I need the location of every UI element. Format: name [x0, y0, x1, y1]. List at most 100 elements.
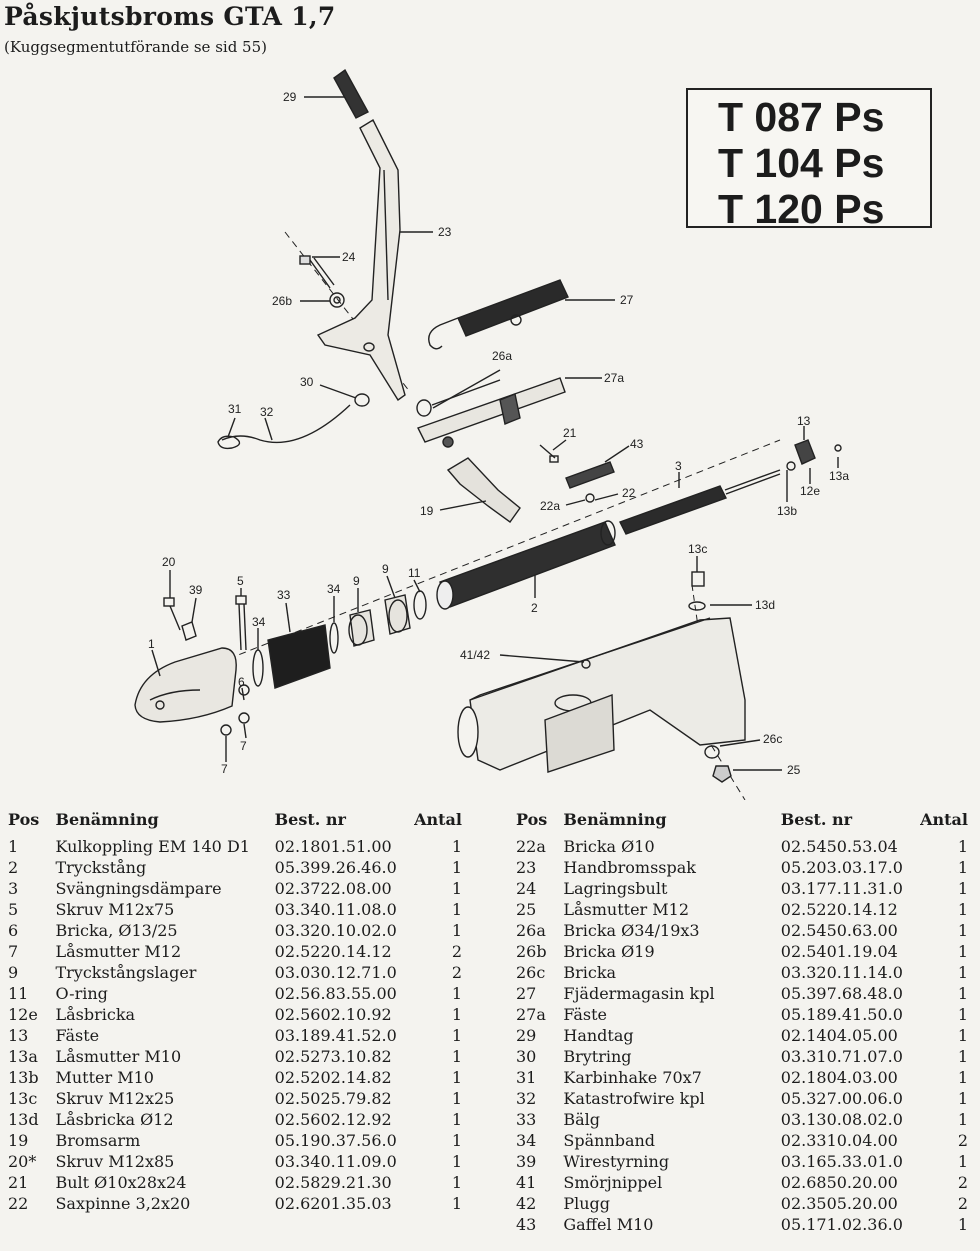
- cell-part-number: 02.6201.35.03: [274, 1194, 392, 1213]
- cell-pos: 42: [516, 1194, 537, 1213]
- cell-pos: 23: [516, 858, 537, 877]
- cell-quantity: 1: [957, 984, 968, 1003]
- cell-part-number: 05.190.37.56.0: [274, 1131, 397, 1150]
- callout-label: 3: [675, 459, 682, 473]
- column-header-nr: Best. nr: [274, 810, 346, 829]
- column-header-pos: Pos: [8, 810, 40, 829]
- cell-name: Handtag: [563, 1026, 634, 1045]
- cell-quantity: 1: [451, 921, 462, 940]
- callout-label: 41/42: [460, 648, 490, 662]
- cell-name: Låsmutter M12: [55, 942, 182, 961]
- cell-part-number: 02.1804.03.00: [780, 1068, 898, 1087]
- cell-part-number: 03.340.11.08.0: [274, 900, 397, 919]
- cell-name: Lagringsbult: [563, 879, 668, 898]
- cell-part-number: 03.189.41.52.0: [274, 1026, 397, 1045]
- cell-quantity: 2: [451, 963, 462, 982]
- cell-name: Wirestyrning: [563, 1152, 670, 1171]
- cell-pos: 13a: [8, 1047, 38, 1066]
- model-label: T 120 Ps: [718, 186, 885, 232]
- model-label: T 087 Ps: [718, 94, 885, 140]
- cell-pos: 34: [516, 1131, 537, 1150]
- callout-label: 24: [342, 250, 356, 264]
- callout-label: 31: [228, 402, 242, 416]
- callout-label: 13d: [755, 598, 775, 612]
- cell-part-number: 03.130.08.02.0: [780, 1110, 903, 1129]
- cell-name: Tryckstång: [55, 858, 147, 877]
- cell-pos: 13b: [8, 1068, 39, 1087]
- callout-label: 11: [408, 566, 421, 580]
- cell-pos: 2: [8, 858, 19, 877]
- cell-pos: 32: [516, 1089, 537, 1108]
- cell-name: Bricka Ø19: [563, 942, 655, 961]
- cell-pos: 3: [8, 879, 19, 898]
- callout-label: 1: [148, 637, 155, 651]
- column-header-name: Benämning: [55, 810, 159, 829]
- cell-name: Fäste: [55, 1026, 100, 1045]
- cell-quantity: 1: [957, 921, 968, 940]
- cell-quantity: 1: [957, 1026, 968, 1045]
- cell-pos: 13: [8, 1026, 29, 1045]
- cell-pos: 13d: [8, 1110, 39, 1129]
- cell-pos: 21: [8, 1173, 29, 1192]
- cell-quantity: 1: [957, 1089, 968, 1108]
- callout-label: 12e: [800, 484, 820, 498]
- cell-part-number: 03.310.71.07.0: [780, 1047, 903, 1066]
- callout-label: 29: [283, 90, 297, 104]
- cell-quantity: 1: [451, 1089, 462, 1108]
- cell-name: Smörjnippel: [563, 1173, 663, 1192]
- cell-name: Fjädermagasin kpl: [563, 984, 715, 1003]
- callout-label: 43: [630, 437, 644, 451]
- callout-label: 2: [531, 601, 538, 615]
- cell-part-number: 02.5401.19.04: [780, 942, 898, 961]
- callout-label: 22: [622, 486, 636, 500]
- cell-quantity: 2: [957, 1131, 968, 1150]
- cell-name: Handbromsspak: [563, 858, 696, 877]
- cell-quantity: 1: [451, 1047, 462, 1066]
- cell-quantity: 1: [451, 879, 462, 898]
- cell-pos: 6: [8, 921, 19, 940]
- cell-part-number: 02.5025.79.82: [274, 1089, 392, 1108]
- cell-quantity: 1: [957, 1110, 968, 1129]
- cell-name: Karbinhake 70x7: [563, 1068, 702, 1087]
- cell-pos: 26a: [516, 921, 546, 940]
- callout-label: 23: [438, 225, 452, 239]
- cell-part-number: 02.5220.14.12: [780, 900, 898, 919]
- cell-name: Tryckstångslager: [55, 963, 197, 982]
- table-header-row: Pos Benämning Best. nr Antal: [512, 810, 968, 836]
- callout-label: 25: [787, 763, 801, 777]
- column-header-qty: Antal: [920, 810, 968, 829]
- cell-part-number: 02.6850.20.00: [780, 1173, 898, 1192]
- cell-part-number: 02.5202.14.82: [274, 1068, 392, 1087]
- cell-part-number: 05.327.00.06.0: [780, 1089, 903, 1108]
- callout-label: 9: [382, 562, 389, 576]
- cell-quantity: 1: [957, 963, 968, 982]
- cell-part-number: 02.5450.53.04: [780, 837, 898, 856]
- column-header-nr: Best. nr: [780, 810, 853, 829]
- cell-pos: 7: [8, 942, 19, 961]
- callout-label: 13b: [777, 504, 797, 518]
- cell-quantity: 2: [451, 942, 462, 961]
- cell-part-number: 05.397.68.48.0: [780, 984, 903, 1003]
- cell-part-number: 02.5273.10.82: [274, 1047, 392, 1066]
- cell-part-number: 05.399.26.46.0: [274, 858, 397, 877]
- cell-pos: 43: [516, 1215, 537, 1234]
